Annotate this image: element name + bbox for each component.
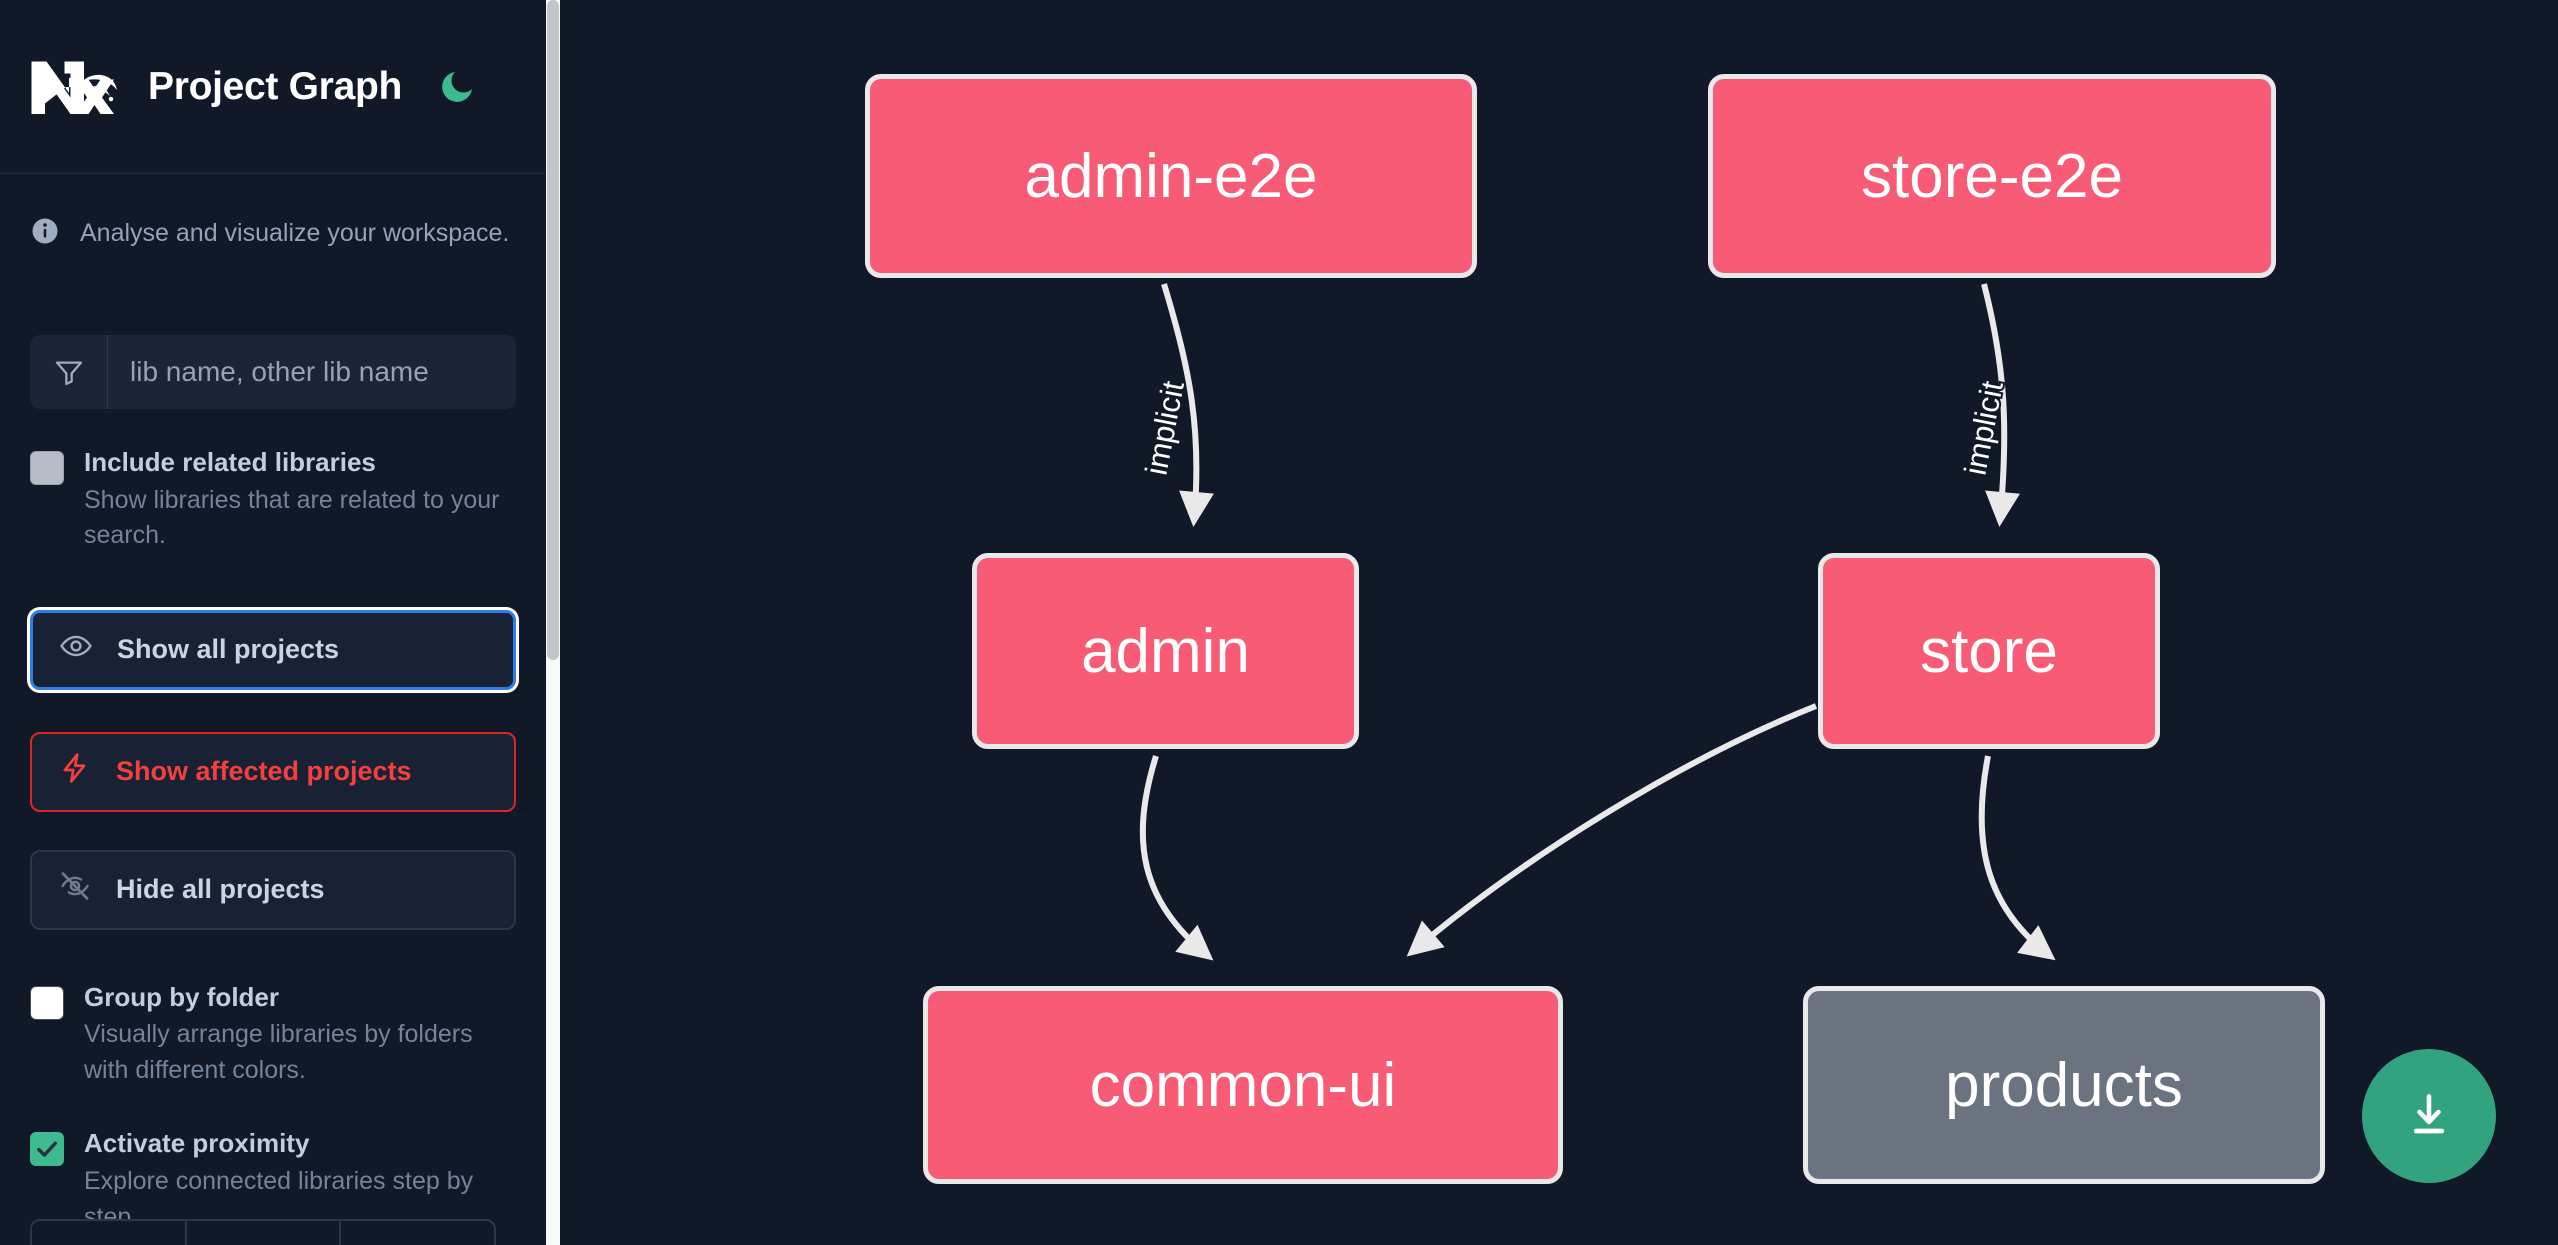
- option-label: Group by folder: [84, 981, 279, 1012]
- sidebar-scrollbar[interactable]: [546, 0, 560, 1245]
- option-description: Visually arrange libraries by folders wi…: [84, 1020, 473, 1084]
- checkbox-activate-proximity[interactable]: [30, 1132, 64, 1167]
- graph-node-label: store: [1920, 616, 2058, 686]
- show-all-projects-button[interactable]: Show all projects: [30, 609, 516, 690]
- moon-icon[interactable]: [434, 64, 480, 110]
- edge-store-to-common-ui: [1406, 703, 1818, 957]
- eye-icon: [59, 629, 93, 670]
- segment-1[interactable]: [32, 1221, 187, 1245]
- search-input[interactable]: [108, 335, 516, 409]
- edge-store-to-products: [1978, 755, 2056, 961]
- edge-admin-e2e-to-admin: [1161, 283, 1214, 527]
- sidebar-note: Analyse and visualize your workspace.: [30, 216, 516, 251]
- lightning-bolt-icon: [58, 751, 92, 792]
- option-group-by-folder[interactable]: Group by folder Visually arrange librari…: [30, 982, 516, 1089]
- show-affected-projects-button[interactable]: Show affected projects: [30, 731, 516, 812]
- hide-all-projects-label: Hide all projects: [116, 874, 325, 905]
- show-all-projects-label: Show all projects: [117, 634, 340, 665]
- project-graph-canvas[interactable]: implicit implicit admin-e2e store-e2e ad…: [560, 0, 2558, 1245]
- sidebar-note-text: Analyse and visualize your workspace.: [80, 219, 510, 247]
- sidebar: Project Graph Analy: [0, 0, 560, 1245]
- eye-off-icon: [58, 869, 92, 910]
- graph-node-store-e2e[interactable]: store-e2e: [1708, 74, 2276, 278]
- graph-node-label: store-e2e: [1861, 141, 2123, 211]
- option-description: Show libraries that are related to your …: [84, 485, 500, 550]
- sidebar-scroll-area: Project Graph Analy: [0, 0, 546, 1245]
- graph-edges: implicit implicit: [1136, 283, 2056, 961]
- graph-node-label: common-ui: [1089, 1050, 1397, 1120]
- graph-node-label: admin: [1081, 616, 1250, 686]
- funnel-icon: [30, 335, 108, 409]
- segment-2[interactable]: [187, 1221, 342, 1245]
- checkbox-include-related-libraries[interactable]: [30, 451, 64, 485]
- page-title: Project Graph: [148, 64, 402, 108]
- download-icon: [2403, 1089, 2455, 1144]
- download-button[interactable]: [2362, 1049, 2496, 1183]
- option-label: Include related libraries: [84, 447, 376, 477]
- nx-logo-icon: [30, 57, 120, 117]
- graph-node-label: products: [1945, 1050, 2183, 1120]
- sidebar-scrollbar-thumb[interactable]: [547, 0, 559, 660]
- graph-node-admin[interactable]: admin: [972, 553, 1359, 749]
- graph-node-label: admin-e2e: [1024, 141, 1318, 211]
- edge-admin-to-common-ui: [1139, 755, 1214, 961]
- filter-row: [30, 335, 516, 409]
- graph-node-common-ui[interactable]: common-ui: [923, 986, 1563, 1184]
- graph-node-admin-e2e[interactable]: admin-e2e: [865, 74, 1477, 278]
- option-include-related-libraries[interactable]: Include related libraries Show libraries…: [30, 447, 516, 554]
- edge-label-implicit-admin: implicit: [1138, 378, 1191, 478]
- edge-store-e2e-to-store: [1981, 283, 2020, 527]
- sidebar-header: Project Graph: [0, 0, 546, 174]
- info-circle-icon: [30, 216, 60, 251]
- option-label: Activate proximity: [84, 1128, 310, 1159]
- graph-node-products[interactable]: products: [1803, 986, 2325, 1184]
- segment-3[interactable]: [341, 1221, 494, 1245]
- hide-all-projects-button[interactable]: Hide all projects: [30, 849, 516, 930]
- segmented-control[interactable]: [30, 1219, 496, 1245]
- option-activate-proximity[interactable]: Activate proximity Explore connected lib…: [30, 1128, 516, 1235]
- show-affected-projects-label: Show affected projects: [116, 756, 412, 787]
- option-description: Explore connected libraries step by step…: [84, 1167, 474, 1231]
- sidebar-body: Analyse and visualize your workspace. In…: [0, 216, 546, 1235]
- graph-node-store[interactable]: store: [1818, 553, 2160, 749]
- checkbox-group-by-folder[interactable]: [30, 985, 64, 1020]
